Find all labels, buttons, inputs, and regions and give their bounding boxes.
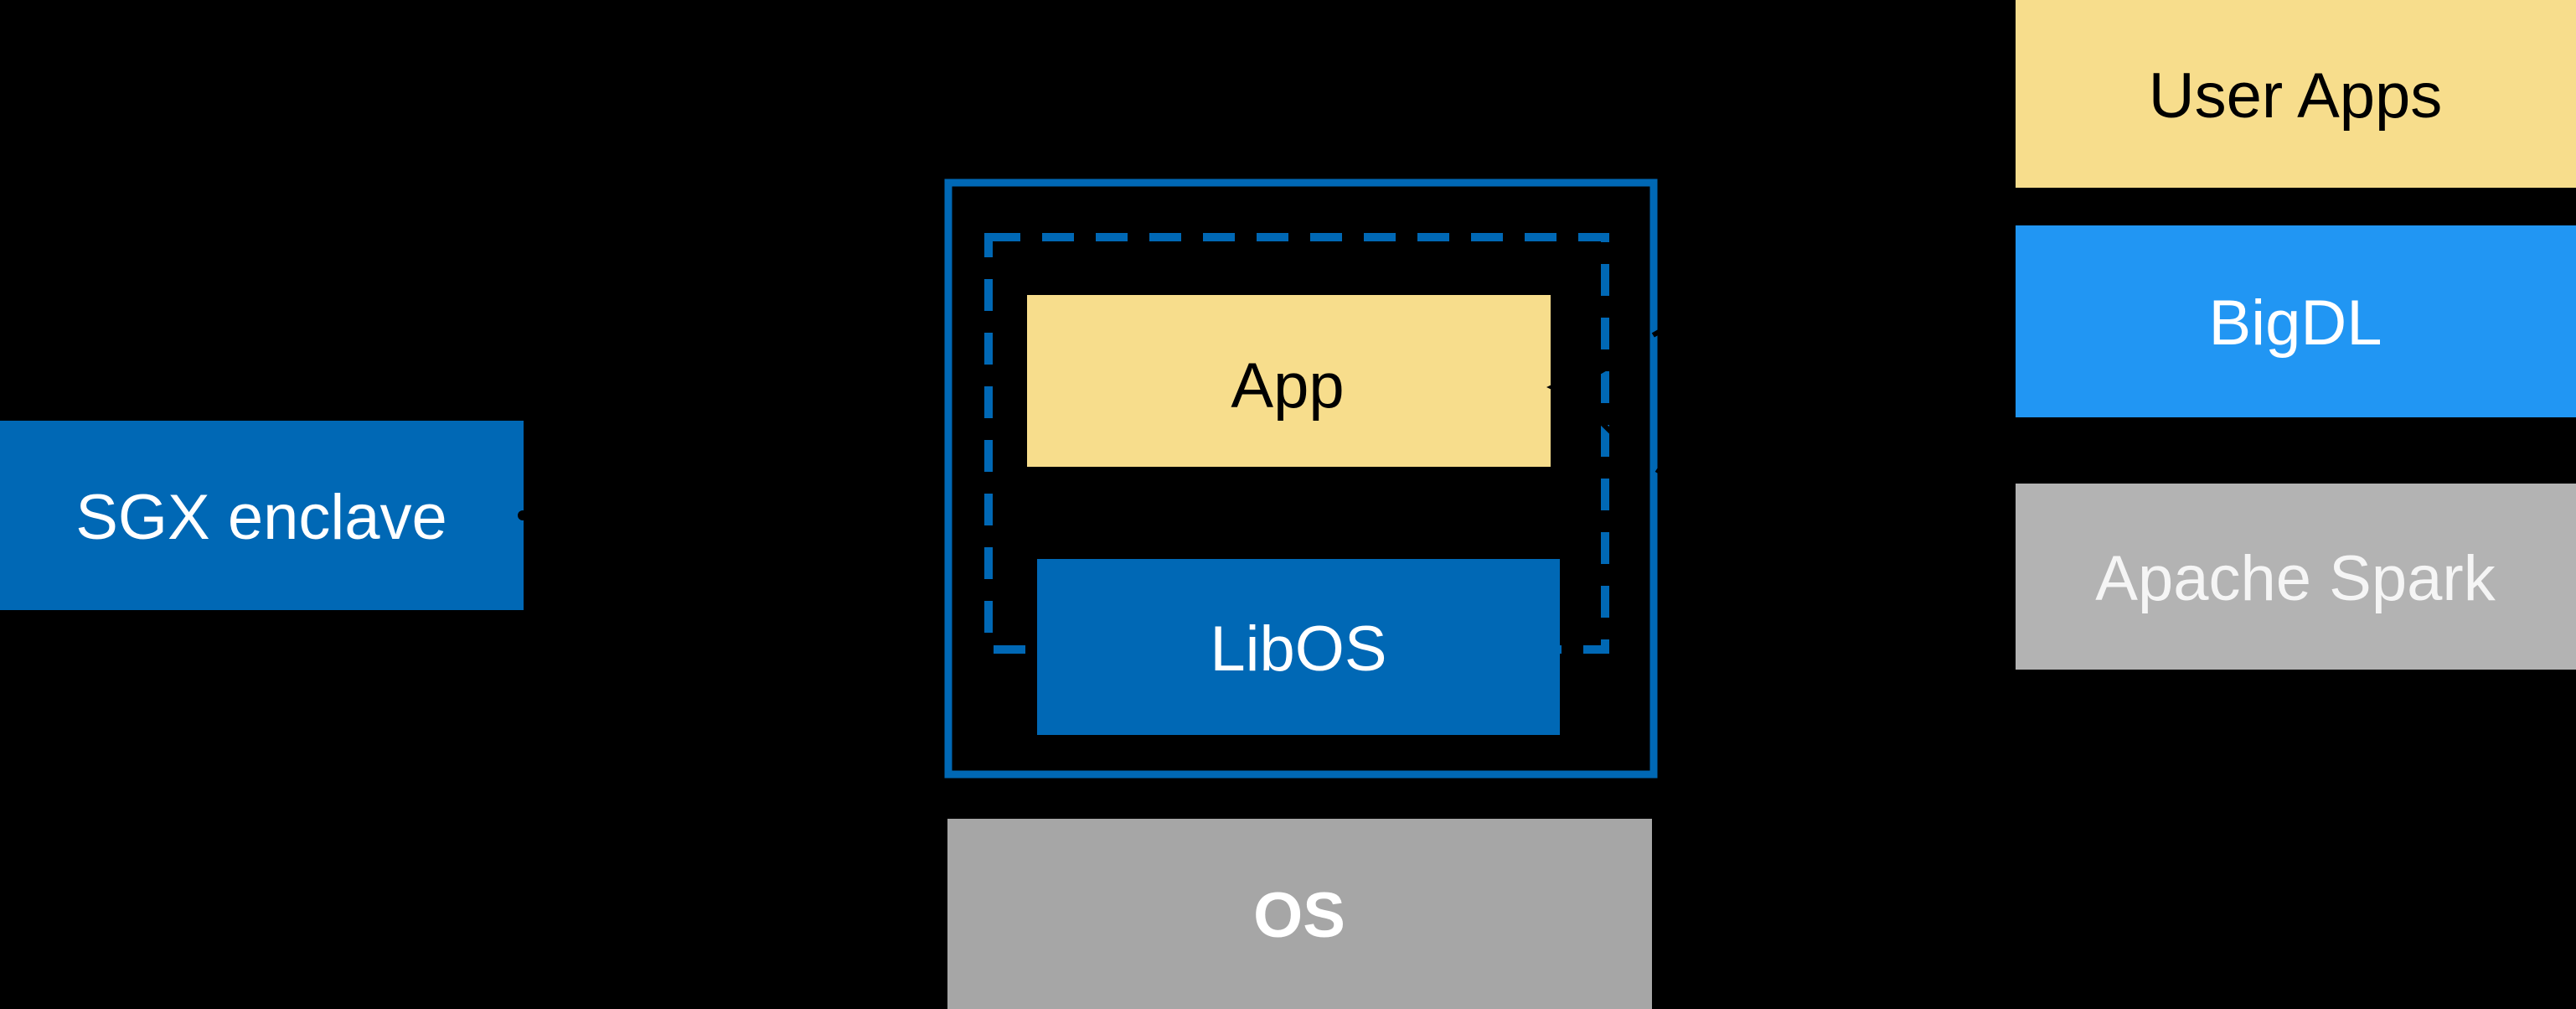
sgx-connector-dot: [518, 510, 528, 520]
sgx-enclave-rect: [0, 421, 524, 610]
os-label: OS: [1253, 880, 1345, 951]
bigdl-box: BigDL: [2016, 225, 2576, 417]
bigdl-rect: [2016, 225, 2576, 417]
libos-rect: [1037, 559, 1560, 735]
os-rect: [947, 819, 1652, 1009]
sgx-enclave-label: SGX enclave: [75, 482, 447, 553]
apache-spark-label: Apache Spark: [2095, 543, 2496, 614]
software-stack: User Apps BigDL Apache Spark: [2016, 0, 2576, 670]
app-box: App: [1027, 295, 1551, 467]
os-box: OS: [947, 819, 1652, 1009]
bigdl-label: BigDL: [2209, 287, 2382, 359]
stack-arrow-upper-curve: [1564, 266, 2013, 389]
libos-box: LibOS: [1037, 559, 1560, 735]
app-rect: [1027, 295, 1551, 467]
enclave-dashed-boundary: [984, 233, 1609, 654]
user-apps-box: User Apps: [2016, 0, 2576, 188]
stack-arrow-lower-curve: [1563, 386, 2013, 556]
stack-to-app-arrows: [1546, 266, 2013, 556]
sgx-enclave-label-box: SGX enclave: [0, 421, 524, 610]
stack-arrowhead: [1546, 375, 1572, 399]
vm-outer-box: [944, 179, 1658, 779]
apache-spark-box: Apache Spark: [2016, 484, 2576, 670]
app-label: App: [1231, 350, 1344, 422]
libos-label: LibOS: [1210, 613, 1386, 685]
apache-spark-rect: [2016, 484, 2576, 670]
user-apps-label: User Apps: [2149, 60, 2443, 132]
user-apps-rect: [2016, 0, 2576, 188]
